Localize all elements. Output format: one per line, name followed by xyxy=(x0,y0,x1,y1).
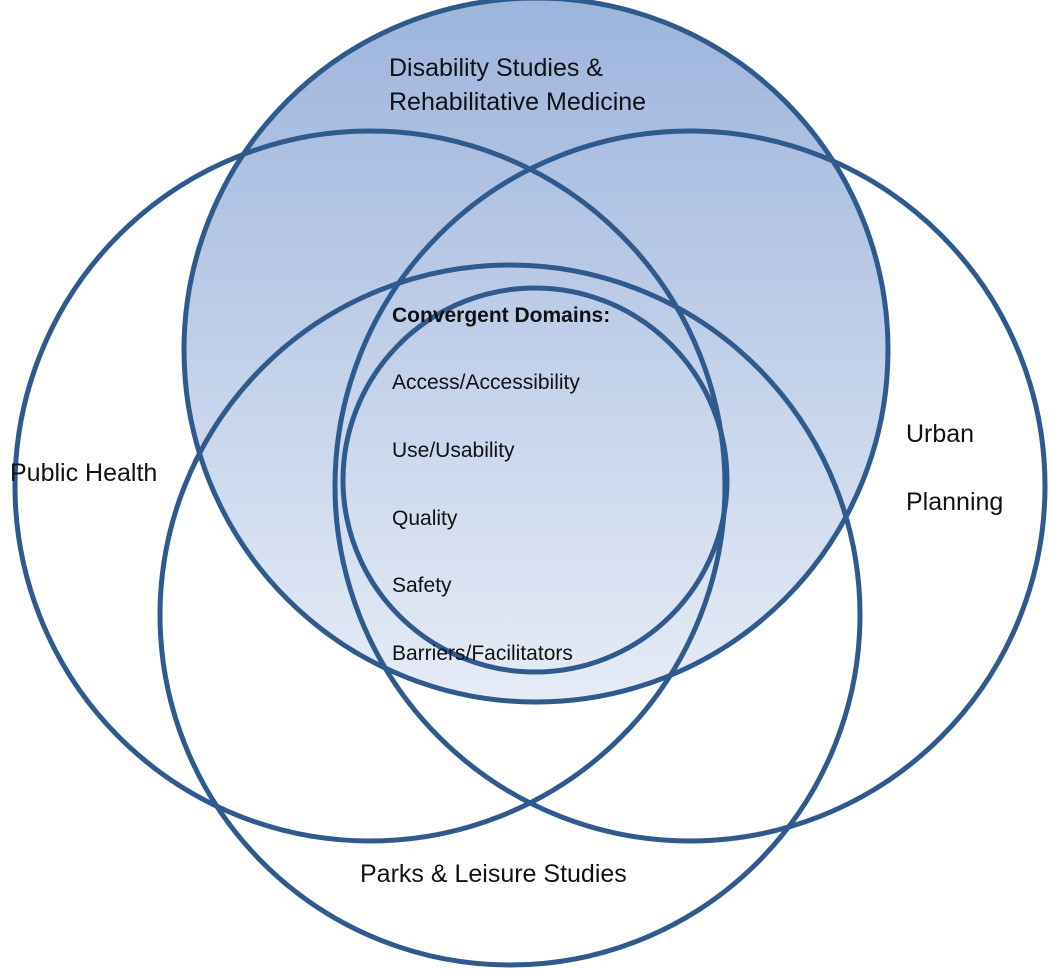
circle-convergent-core xyxy=(340,285,730,675)
convergent-item-access: Access/Accessibility xyxy=(392,371,580,394)
convergent-heading: Convergent Domains: xyxy=(392,304,610,327)
label-disability-line2: Rehabilitative Medicine xyxy=(389,88,646,116)
convergent-item-use: Use/Usability xyxy=(392,439,515,462)
label-urban-line1: Urban xyxy=(906,420,974,448)
circle-urban-planning xyxy=(332,128,1048,844)
circle-disability-studies xyxy=(181,0,891,705)
convergent-item-barriers: Barriers/Facilitators xyxy=(392,642,573,665)
convergent-item-quality: Quality xyxy=(392,507,458,530)
label-disability-line1: Disability Studies & xyxy=(389,54,603,82)
circle-parks-leisure xyxy=(157,262,863,968)
convergent-item-safety: Safety xyxy=(392,574,452,597)
label-public-health: Public Health xyxy=(10,459,157,487)
label-urban-line2: Planning xyxy=(906,488,1003,516)
label-parks-leisure: Parks & Leisure Studies xyxy=(360,860,627,888)
